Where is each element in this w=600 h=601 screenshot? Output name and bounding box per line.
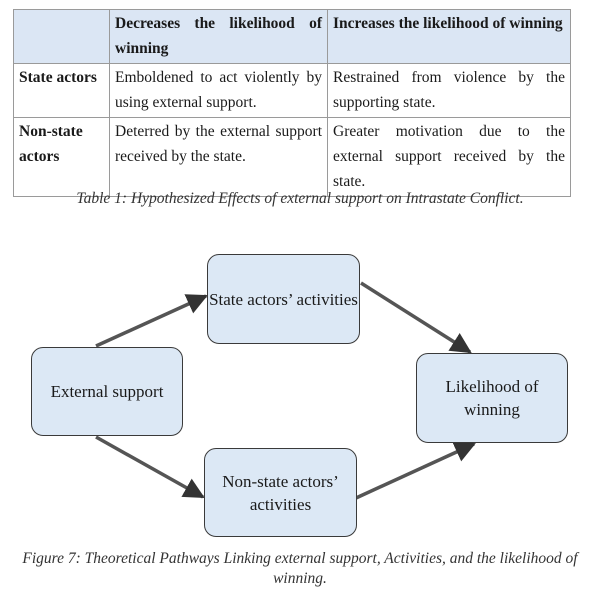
arrow-external-to-state (95, 294, 208, 348)
cell-nonstate-decreases: Deterred by the external support receive… (109, 117, 328, 197)
cell-state-decreases: Emboldened to act violently by using ext… (109, 63, 328, 118)
node-nonstate-actors-activities: Non-state actors’ activities (204, 448, 357, 537)
effects-table: Decreases the likelihood of winning Incr… (13, 9, 571, 197)
table-header-empty (13, 9, 110, 64)
node-likelihood-of-winning: Likelihood of winning (416, 353, 568, 443)
arrow-external-to-nonstate (95, 435, 205, 499)
node-state-actors-activities: State actors’ activities (207, 254, 360, 344)
arrow-nonstate-to-outcome (355, 442, 476, 500)
table-row: State actors Emboldened to act violently… (13, 63, 571, 118)
node-external-support: External support (31, 347, 183, 436)
table-caption: Table 1: Hypothesized Effects of externa… (76, 190, 524, 207)
cell-nonstate-increases: Greater motivation due to the external s… (327, 117, 571, 197)
figure-caption: Figure 7: Theoretical Pathways Linking e… (22, 550, 578, 587)
arrow-state-to-outcome (360, 281, 472, 354)
table-row: Non-state actors Deterred by the externa… (13, 117, 571, 197)
row-label-state: State actors (13, 63, 110, 118)
row-label-nonstate: Non-state actors (13, 117, 110, 197)
cell-state-increases: Restrained from violence by the supporti… (327, 63, 571, 118)
